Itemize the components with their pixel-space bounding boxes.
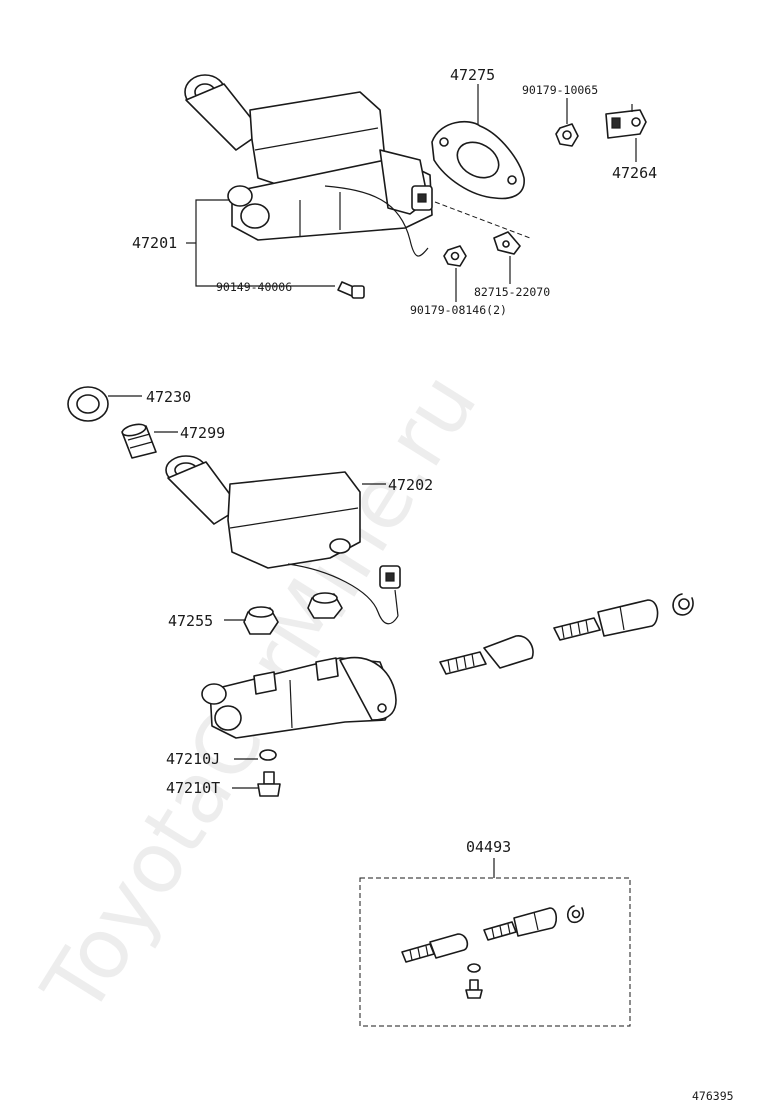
callout-47255: 47255 [168, 612, 213, 630]
callout-47275: 47275 [450, 66, 495, 84]
reservoir-47202-drawing [165, 455, 401, 625]
cylinder-body-drawing [201, 656, 397, 739]
piston-assembly-drawing [439, 599, 659, 675]
strainer-47299-drawing [121, 423, 157, 459]
bolt-47210T-drawing [257, 771, 281, 797]
master-cylinder-assembly-drawing [184, 74, 531, 257]
callout-04493: 04493 [466, 838, 511, 856]
repair-kit-04493-box [359, 877, 631, 1027]
grommet-47255-drawing [243, 592, 343, 635]
callout-82715-22070: 82715-22070 [474, 285, 550, 299]
callout-47202: 47202 [388, 476, 433, 494]
callout-47264: 47264 [612, 164, 657, 182]
callout-47210J: 47210J [166, 750, 220, 768]
callout-47299: 47299 [180, 424, 225, 442]
bracket-47264-drawing [605, 109, 647, 139]
callout-47230: 47230 [146, 388, 191, 406]
gasket-47210J-drawing [259, 749, 277, 761]
callout-90179-10065: 90179-10065 [522, 83, 598, 97]
callout-90179-08146: 90179-08146(2) [410, 303, 507, 317]
clip-82715-22070-drawing [493, 231, 521, 255]
callout-47201: 47201 [132, 234, 177, 252]
nut-90179-08146-drawing [443, 245, 467, 267]
nut-90179-10065-drawing [555, 123, 579, 147]
repair-kit-04493-contents-drawing [401, 905, 585, 999]
screw-90149-40006-drawing [337, 281, 365, 299]
gasket-47275-drawing [431, 120, 525, 200]
reservoir-cap-47230-drawing [67, 386, 109, 422]
callout-47210T: 47210T [166, 779, 220, 797]
figure-id: 476395 [692, 1089, 734, 1103]
snap-ring-drawing [672, 593, 694, 616]
callout-90149-40006: 90149-40006 [216, 280, 292, 294]
